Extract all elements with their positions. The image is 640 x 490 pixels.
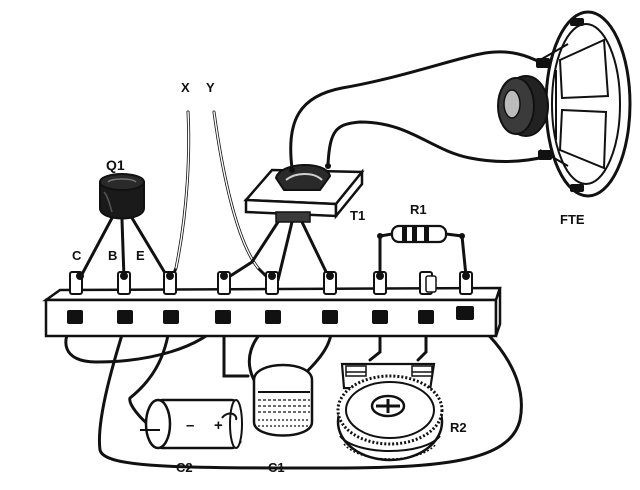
label-r1: R1 (410, 202, 427, 217)
transistor-q1 (99, 173, 145, 220)
labels: X Y Q1 C B E T1 R1 FTE C2 C1 R2 (72, 80, 585, 475)
capacitor-c1 (252, 363, 314, 437)
label-x: X (181, 80, 190, 95)
solder-joints (76, 233, 470, 280)
label-c: C (72, 248, 82, 263)
c2-minus-mark: – (186, 417, 194, 434)
label-fte: FTE (560, 212, 585, 227)
label-c1: C1 (268, 460, 285, 475)
label-e: E (136, 248, 145, 263)
label-b: B (108, 248, 117, 263)
potentiometer-r2 (336, 275, 444, 462)
label-y: Y (206, 80, 215, 95)
label-q1: Q1 (106, 157, 125, 173)
label-c2: C2 (176, 460, 193, 475)
transformer-t1 (243, 163, 365, 223)
label-t1: T1 (350, 208, 365, 223)
label-r2: R2 (450, 420, 467, 435)
resistor-r1 (390, 224, 448, 244)
speaker-fte (497, 10, 632, 198)
c2-plus-mark: + (214, 417, 223, 434)
capacitor-c2: – + (140, 398, 243, 450)
